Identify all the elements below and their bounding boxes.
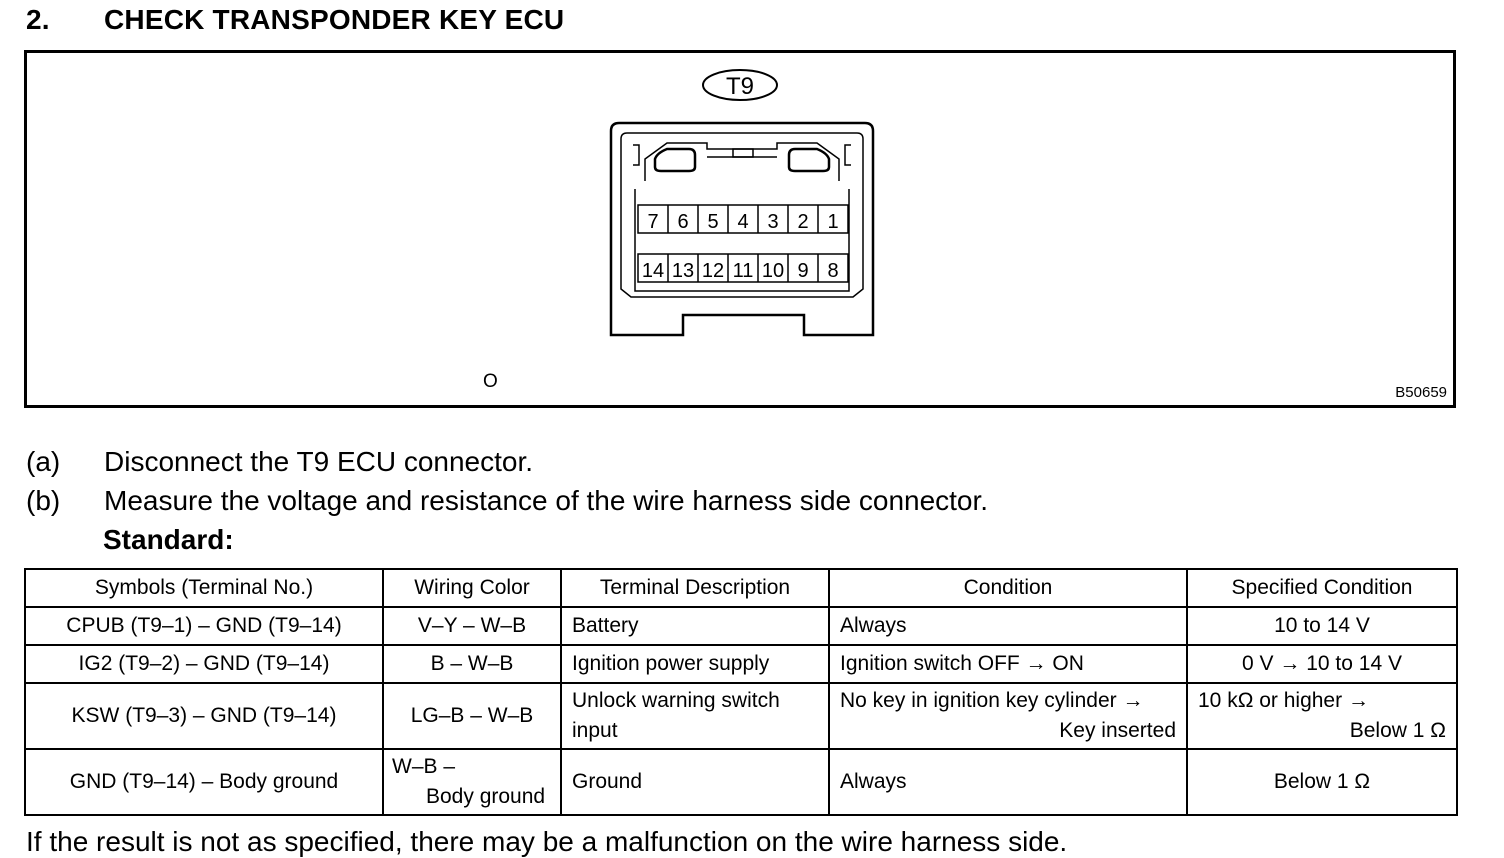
pin-label: 13 (672, 260, 694, 282)
pin-label: 10 (762, 260, 784, 282)
left-latch (653, 147, 697, 173)
header-wiring-color: Wiring Color (382, 568, 562, 608)
pin-label: 4 (737, 211, 748, 233)
pin-label: 11 (733, 260, 754, 282)
right-latch (787, 147, 831, 173)
spec-table: Symbols (Terminal No.) Wiring Color Term… (24, 568, 1458, 816)
step-label: (b) (26, 485, 61, 516)
pin-label: 9 (797, 260, 808, 282)
pin-label: 5 (707, 211, 718, 233)
cell-line: No key in ignition key cylinder → (840, 689, 1144, 712)
step-text: Disconnect the T9 ECU connector. (104, 446, 534, 477)
header-terminal-description: Terminal Description (560, 568, 830, 608)
cell-line: Key inserted (1059, 719, 1176, 742)
cell-symbols: GND (T9–14) – Body ground (24, 748, 384, 816)
connector-inner-body (620, 132, 864, 298)
pin-label: 3 (767, 211, 778, 233)
connector-diagram: T9 7 6 5 4 3 2 (609, 69, 875, 337)
pin-label: 6 (677, 211, 688, 233)
cell-line: Body ground (426, 785, 546, 808)
cell-wiring: V–Y – W–B (382, 606, 562, 646)
table-row: CPUB (T9–1) – GND (T9–14) V–Y – W–B Batt… (24, 606, 1458, 646)
pin-label: 14 (642, 260, 664, 282)
connector-right-tab (844, 144, 851, 166)
section-number: 2. (26, 4, 50, 35)
cell-wiring: B – W–B (382, 644, 562, 684)
bottom-pin-row: 14 13 12 11 10 9 8 (637, 253, 849, 283)
cell-specified: 10 to 14 V (1186, 606, 1458, 646)
table-header-row: Symbols (Terminal No.) Wiring Color Term… (24, 568, 1458, 608)
cell-line: 10 kΩ or higher → (1198, 689, 1369, 712)
cell-description: Unlock warning switch input (560, 682, 830, 750)
footer-note: If the result is not as specified, there… (26, 826, 1068, 857)
cell-symbols: IG2 (T9–2) – GND (T9–14) (24, 644, 384, 684)
connector-label: T9 (726, 73, 754, 100)
standard-label: Standard: (103, 524, 234, 555)
step-text: Measure the voltage and resistance of th… (104, 485, 989, 516)
cell-condition: Ignition switch OFF → ON (828, 644, 1188, 684)
pin-label: 8 (827, 260, 838, 282)
cell-specified: 0 V → 10 to 14 V (1186, 644, 1458, 684)
cell-description: Battery (560, 606, 830, 646)
step-b: (b) Measure the voltage and resistance of… (26, 485, 988, 517)
connector-label-ellipse (702, 69, 778, 101)
figure-code: B50659 (1395, 384, 1447, 401)
cell-condition: No key in ignition key cylinder → Key in… (828, 682, 1188, 750)
cell-line: input (572, 719, 618, 742)
cell-specified: 10 kΩ or higher → Below 1 Ω (1186, 682, 1458, 750)
pin-label: 7 (647, 211, 658, 233)
cell-wiring: LG–B – W–B (382, 682, 562, 750)
top-pin-row: 7 6 5 4 3 2 1 (637, 204, 849, 234)
cell-symbols: CPUB (T9–1) – GND (T9–14) (24, 606, 384, 646)
cell-line: Below 1 Ω (1349, 719, 1446, 742)
cell-line: Unlock warning switch (572, 689, 780, 712)
cell-wiring: W–B – Body ground (382, 748, 562, 816)
pin-label: 1 (827, 211, 838, 233)
section-title: CHECK TRANSPONDER KEY ECU (104, 4, 565, 35)
cell-description: Ignition power supply (560, 644, 830, 684)
section-heading: 2. CHECK TRANSPONDER KEY ECU (26, 4, 564, 36)
header-specified-condition: Specified Condition (1186, 568, 1458, 608)
pin-label: 2 (797, 211, 808, 233)
cell-line: W–B – (392, 755, 456, 778)
figure-mark: O (483, 371, 498, 392)
cell-specified: Below 1 Ω (1186, 748, 1458, 816)
connector-body (609, 121, 875, 337)
cell-condition: Always (828, 748, 1188, 816)
table-row: IG2 (T9–2) – GND (T9–14) B – W–B Ignitio… (24, 644, 1458, 684)
step-label: (a) (26, 446, 61, 477)
header-condition: Condition (828, 568, 1188, 608)
pin-label: 12 (702, 260, 724, 282)
connector-left-tab (633, 144, 640, 166)
centre-key (732, 148, 754, 158)
cell-description: Ground (560, 748, 830, 816)
connector-figure: T9 7 6 5 4 3 2 (24, 50, 1456, 408)
table-row: GND (T9–14) – Body ground W–B – Body gro… (24, 748, 1458, 816)
pin-area-frame (634, 189, 850, 292)
cell-symbols: KSW (T9–3) – GND (T9–14) (24, 682, 384, 750)
cell-condition: Always (828, 606, 1188, 646)
table-row: KSW (T9–3) – GND (T9–14) LG–B – W–B Unlo… (24, 682, 1458, 750)
header-symbols: Symbols (Terminal No.) (24, 568, 384, 608)
step-a: (a) Disconnect the T9 ECU connector. (26, 446, 533, 478)
